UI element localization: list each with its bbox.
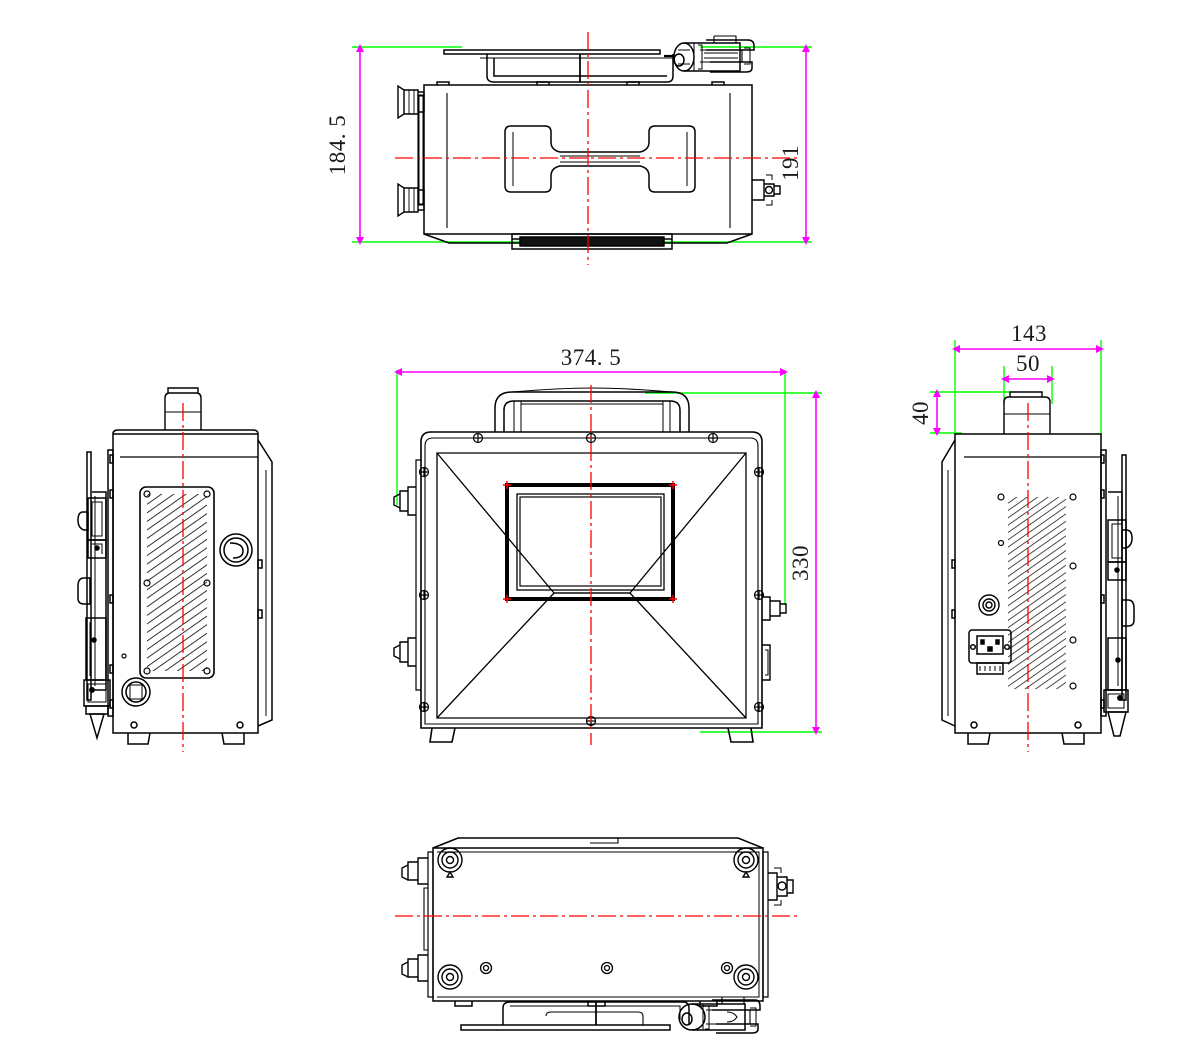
right-side-round-port <box>978 594 1000 616</box>
front-view-body <box>420 431 763 743</box>
top-view-centerlines <box>395 32 800 265</box>
dim-330-label: 330 <box>788 545 813 581</box>
left-side-view <box>77 387 273 752</box>
right-side-welding-gun <box>1100 449 1135 737</box>
bottom-view-right-connector <box>768 867 794 906</box>
right-side-vent-panel <box>997 493 1077 690</box>
dim-184-5-label: 184. 5 <box>325 115 350 176</box>
dim-40-label: 40 <box>908 401 933 425</box>
bottom-view <box>395 837 800 1034</box>
front-view-top-screws <box>418 432 765 727</box>
bottom-view-laser-gun <box>678 996 761 1034</box>
dim-374-5-label: 374. 5 <box>561 345 622 370</box>
right-side-top-connector <box>1003 391 1051 434</box>
dim-191-label: 191 <box>778 145 803 181</box>
front-view-right-connectors <box>761 596 787 681</box>
left-side-round-port <box>219 533 253 567</box>
bottom-view-base-plate <box>460 1001 690 1031</box>
right-side-extension-lines <box>930 340 1102 434</box>
front-view-display-corner-marks <box>503 481 677 603</box>
left-side-small-hole <box>121 653 127 659</box>
front-view-extension-lines <box>396 370 822 733</box>
top-view: 184. 5 191 <box>325 32 812 265</box>
dim-143-label: 143 <box>1011 321 1047 346</box>
top-view-right-connector <box>752 174 781 206</box>
front-view-dimension-lines <box>394 368 820 735</box>
top-view-laser-gun <box>664 35 755 73</box>
bottom-view-left-connectors <box>401 857 428 982</box>
top-view-dimension-lines <box>356 44 810 245</box>
top-view-bottom-plate <box>511 233 673 250</box>
dim-50-label: 50 <box>1016 351 1040 376</box>
top-view-handle <box>504 125 696 193</box>
bottom-view-mid-screws <box>479 961 734 975</box>
right-side-dimension-lines <box>933 345 1104 436</box>
right-side-view: 143 50 40 <box>908 321 1135 752</box>
right-side-body <box>941 433 1105 745</box>
left-side-cable-gland <box>121 677 151 707</box>
left-side-vent-panel <box>139 486 215 679</box>
right-side-power-inlet <box>968 629 1012 675</box>
top-view-left-connectors <box>397 84 425 218</box>
front-view-handle <box>494 387 690 432</box>
bottom-view-corner-fasteners <box>437 847 759 990</box>
front-view-left-connectors <box>393 459 421 691</box>
left-side-welding-gun <box>77 449 114 741</box>
front-view: 374. 5 330 <box>393 345 822 745</box>
